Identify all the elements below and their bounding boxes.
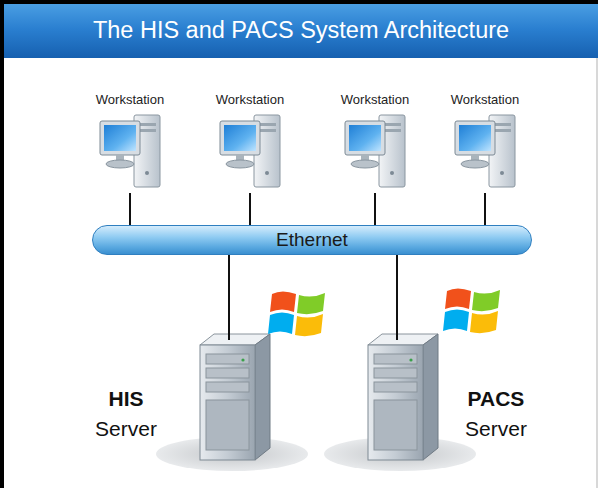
server-name: HIS <box>108 384 143 414</box>
server-node: HISServer <box>85 340 270 465</box>
frame-border <box>0 0 4 488</box>
workstation-label: Workstation <box>76 92 184 107</box>
workstation-icon <box>100 115 160 187</box>
server-type: Server <box>95 414 157 444</box>
frame-border <box>596 58 598 488</box>
workstation-label: Workstation <box>321 92 429 107</box>
server-label: HISServer <box>85 384 167 444</box>
workstation-node: Workstation <box>196 92 304 193</box>
server-icon <box>200 334 270 460</box>
windows-logo <box>268 292 325 337</box>
workstation-icon <box>345 115 405 187</box>
ethernet-bus: Ethernet <box>92 225 532 255</box>
server-name: PACS <box>468 384 525 414</box>
workstation-icon <box>220 115 280 187</box>
network-cable <box>249 193 251 225</box>
workstation-node: Workstation <box>76 92 184 193</box>
network-cable <box>396 255 398 340</box>
server-type: Server <box>465 414 527 444</box>
workstation-label: Workstation <box>431 92 539 107</box>
network-label: Ethernet <box>276 229 348 251</box>
server-node: PACSServer <box>362 340 537 465</box>
server-icon <box>368 334 438 460</box>
server-label: PACSServer <box>455 384 537 444</box>
network-cable <box>228 255 230 340</box>
workstation-icon <box>455 115 515 187</box>
workstation-node: Workstation <box>431 92 539 193</box>
workstation-label: Workstation <box>196 92 304 107</box>
diagram-title: The HIS and PACS System Architecture <box>4 4 598 56</box>
workstation-node: Workstation <box>321 92 429 193</box>
frame-border <box>0 0 598 4</box>
network-cable <box>374 193 376 225</box>
network-cable <box>484 193 486 225</box>
title-bar <box>0 0 598 58</box>
windows-logo <box>443 289 500 334</box>
network-cable <box>129 193 131 225</box>
